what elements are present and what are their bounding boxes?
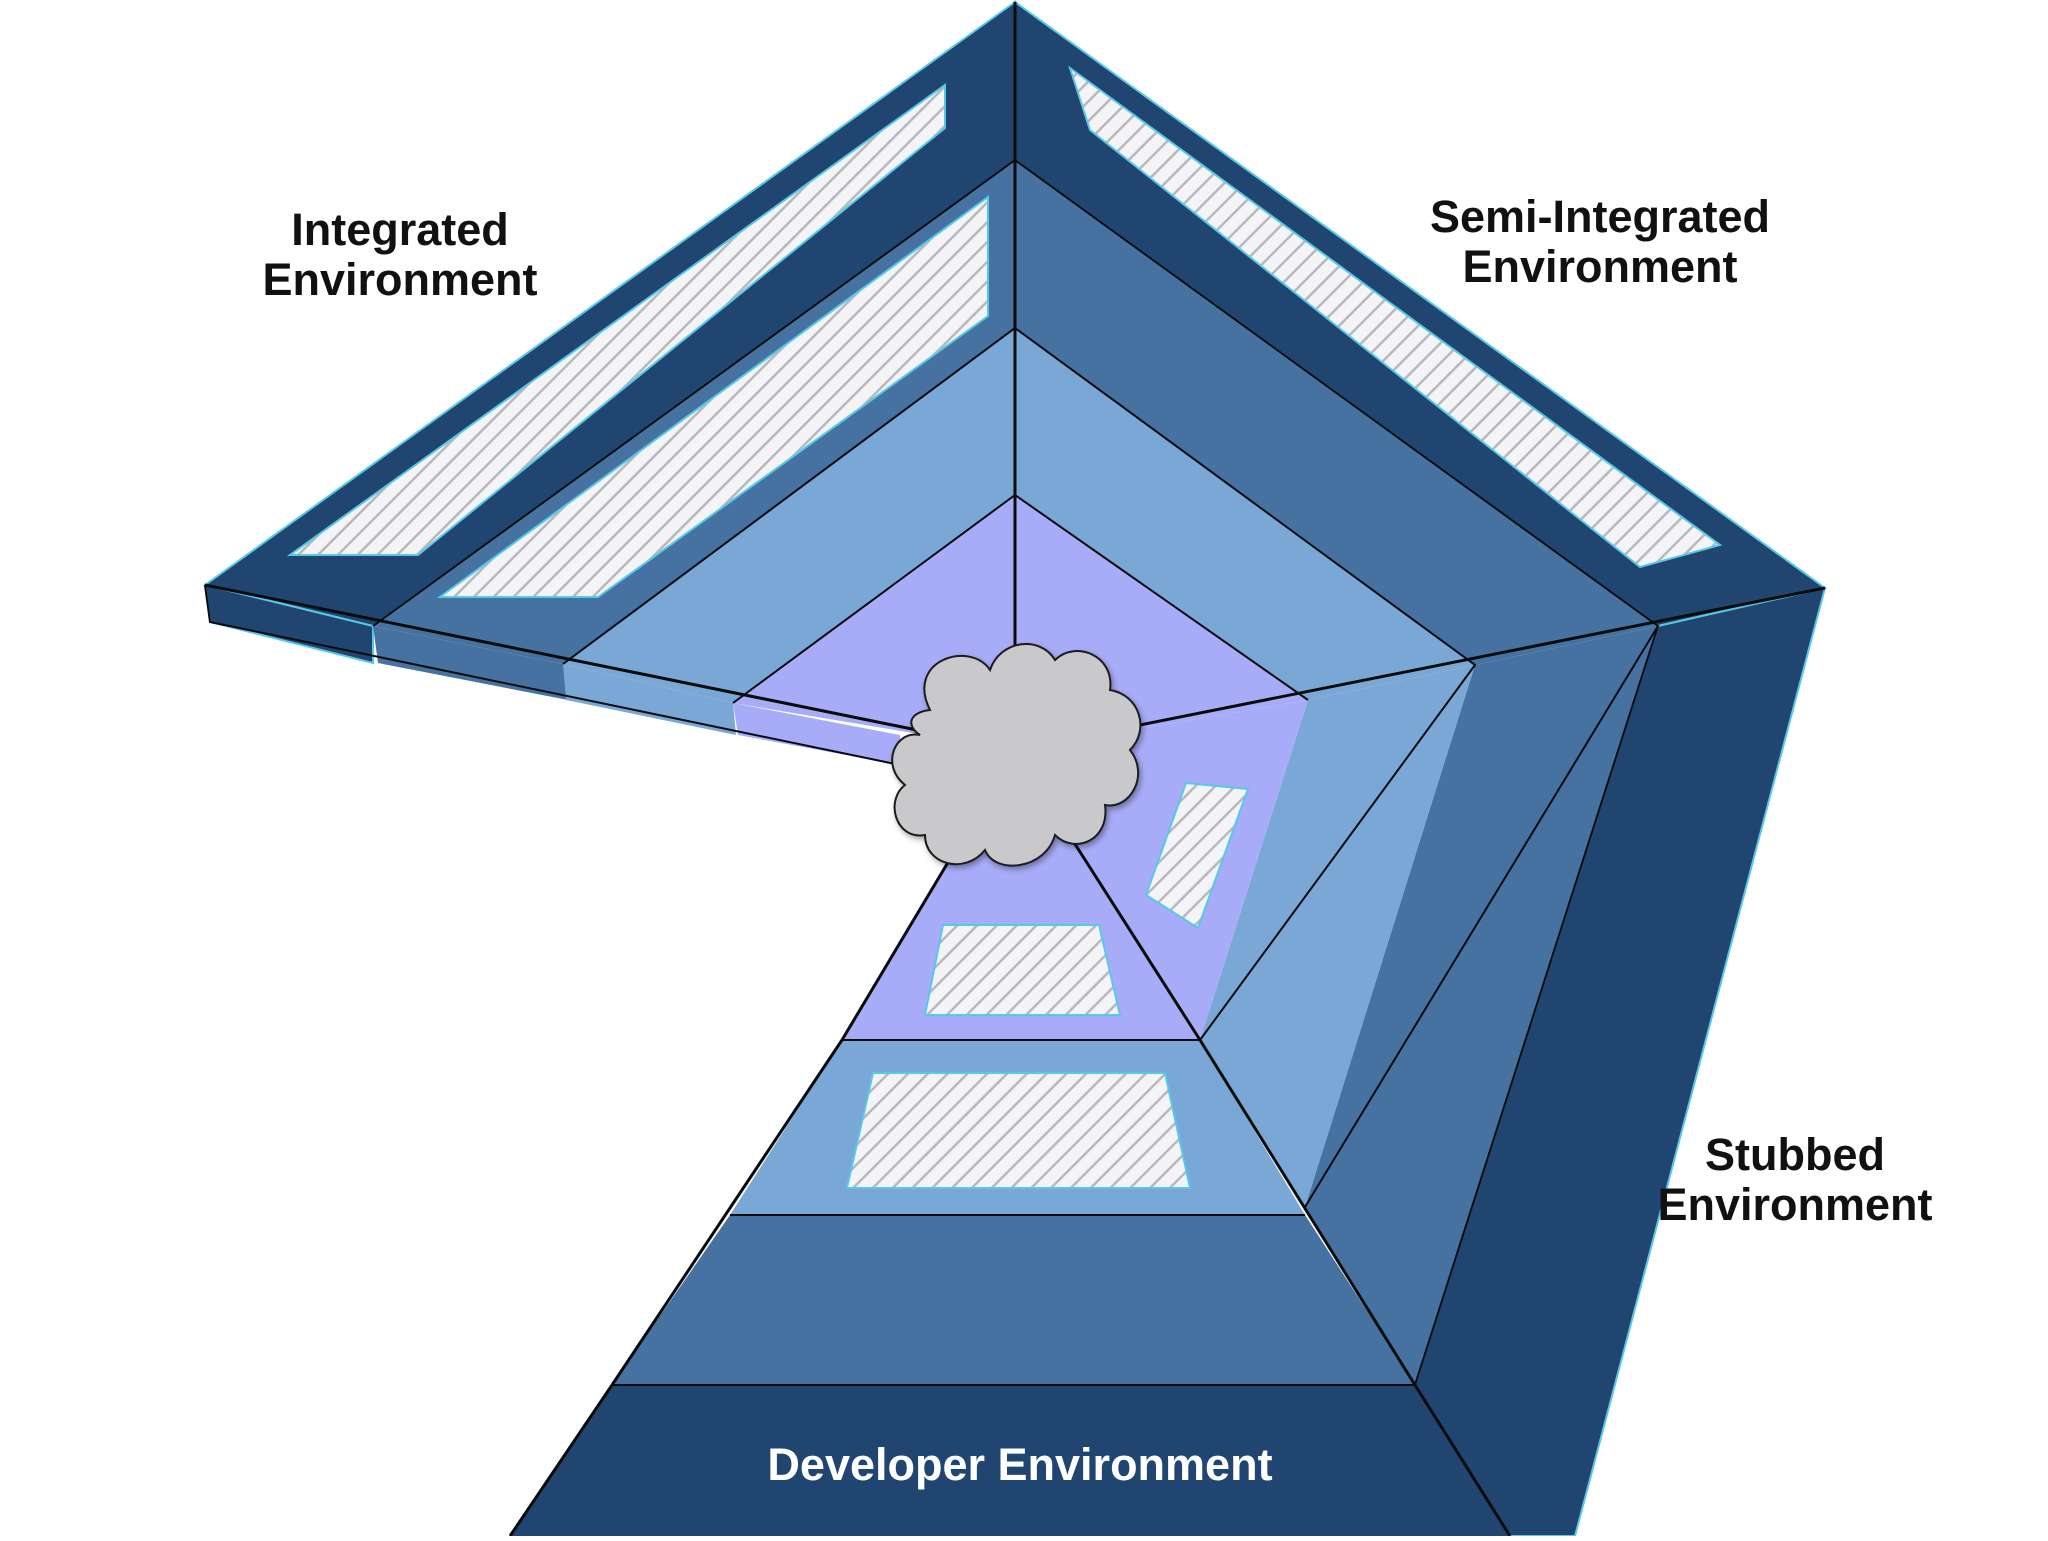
integrated-environment-label: Integrated Environment <box>262 204 538 305</box>
hatched-panel-second-left <box>436 195 989 598</box>
third-band-top-left <box>563 328 1015 703</box>
core-bottom <box>842 750 1200 1040</box>
second-band-top-right <box>1015 160 1658 665</box>
second-band-right <box>1305 626 1658 1385</box>
core-left-edge <box>733 703 900 765</box>
hatched-panels <box>286 65 1723 1189</box>
third-band-right <box>1200 665 1475 1207</box>
hatched-panel-core-bottom <box>923 924 1122 1016</box>
third-band-top-right <box>1015 328 1475 700</box>
hatched-panel-outer-right <box>1068 65 1723 569</box>
hatched-panel-third-bottom <box>845 1072 1192 1189</box>
hatched-panel-core-right <box>1144 781 1250 930</box>
second-band-bottom <box>612 1215 1415 1385</box>
outer-band-bottom <box>510 1385 1510 1536</box>
band-divider-lines <box>204 158 1660 1386</box>
cloud-icon <box>891 643 1142 867</box>
third-band-left-edge <box>563 664 736 735</box>
second-band-left-edge <box>373 626 568 700</box>
stubbed-environment-label: Stubbed Environment <box>1657 1129 1933 1230</box>
hatched-panel-outer-left <box>286 83 946 556</box>
semi-integrated-environment-label: Semi-Integrated Environment <box>1429 191 1771 292</box>
developer-environment-label: Developer Environment <box>767 1439 1273 1490</box>
